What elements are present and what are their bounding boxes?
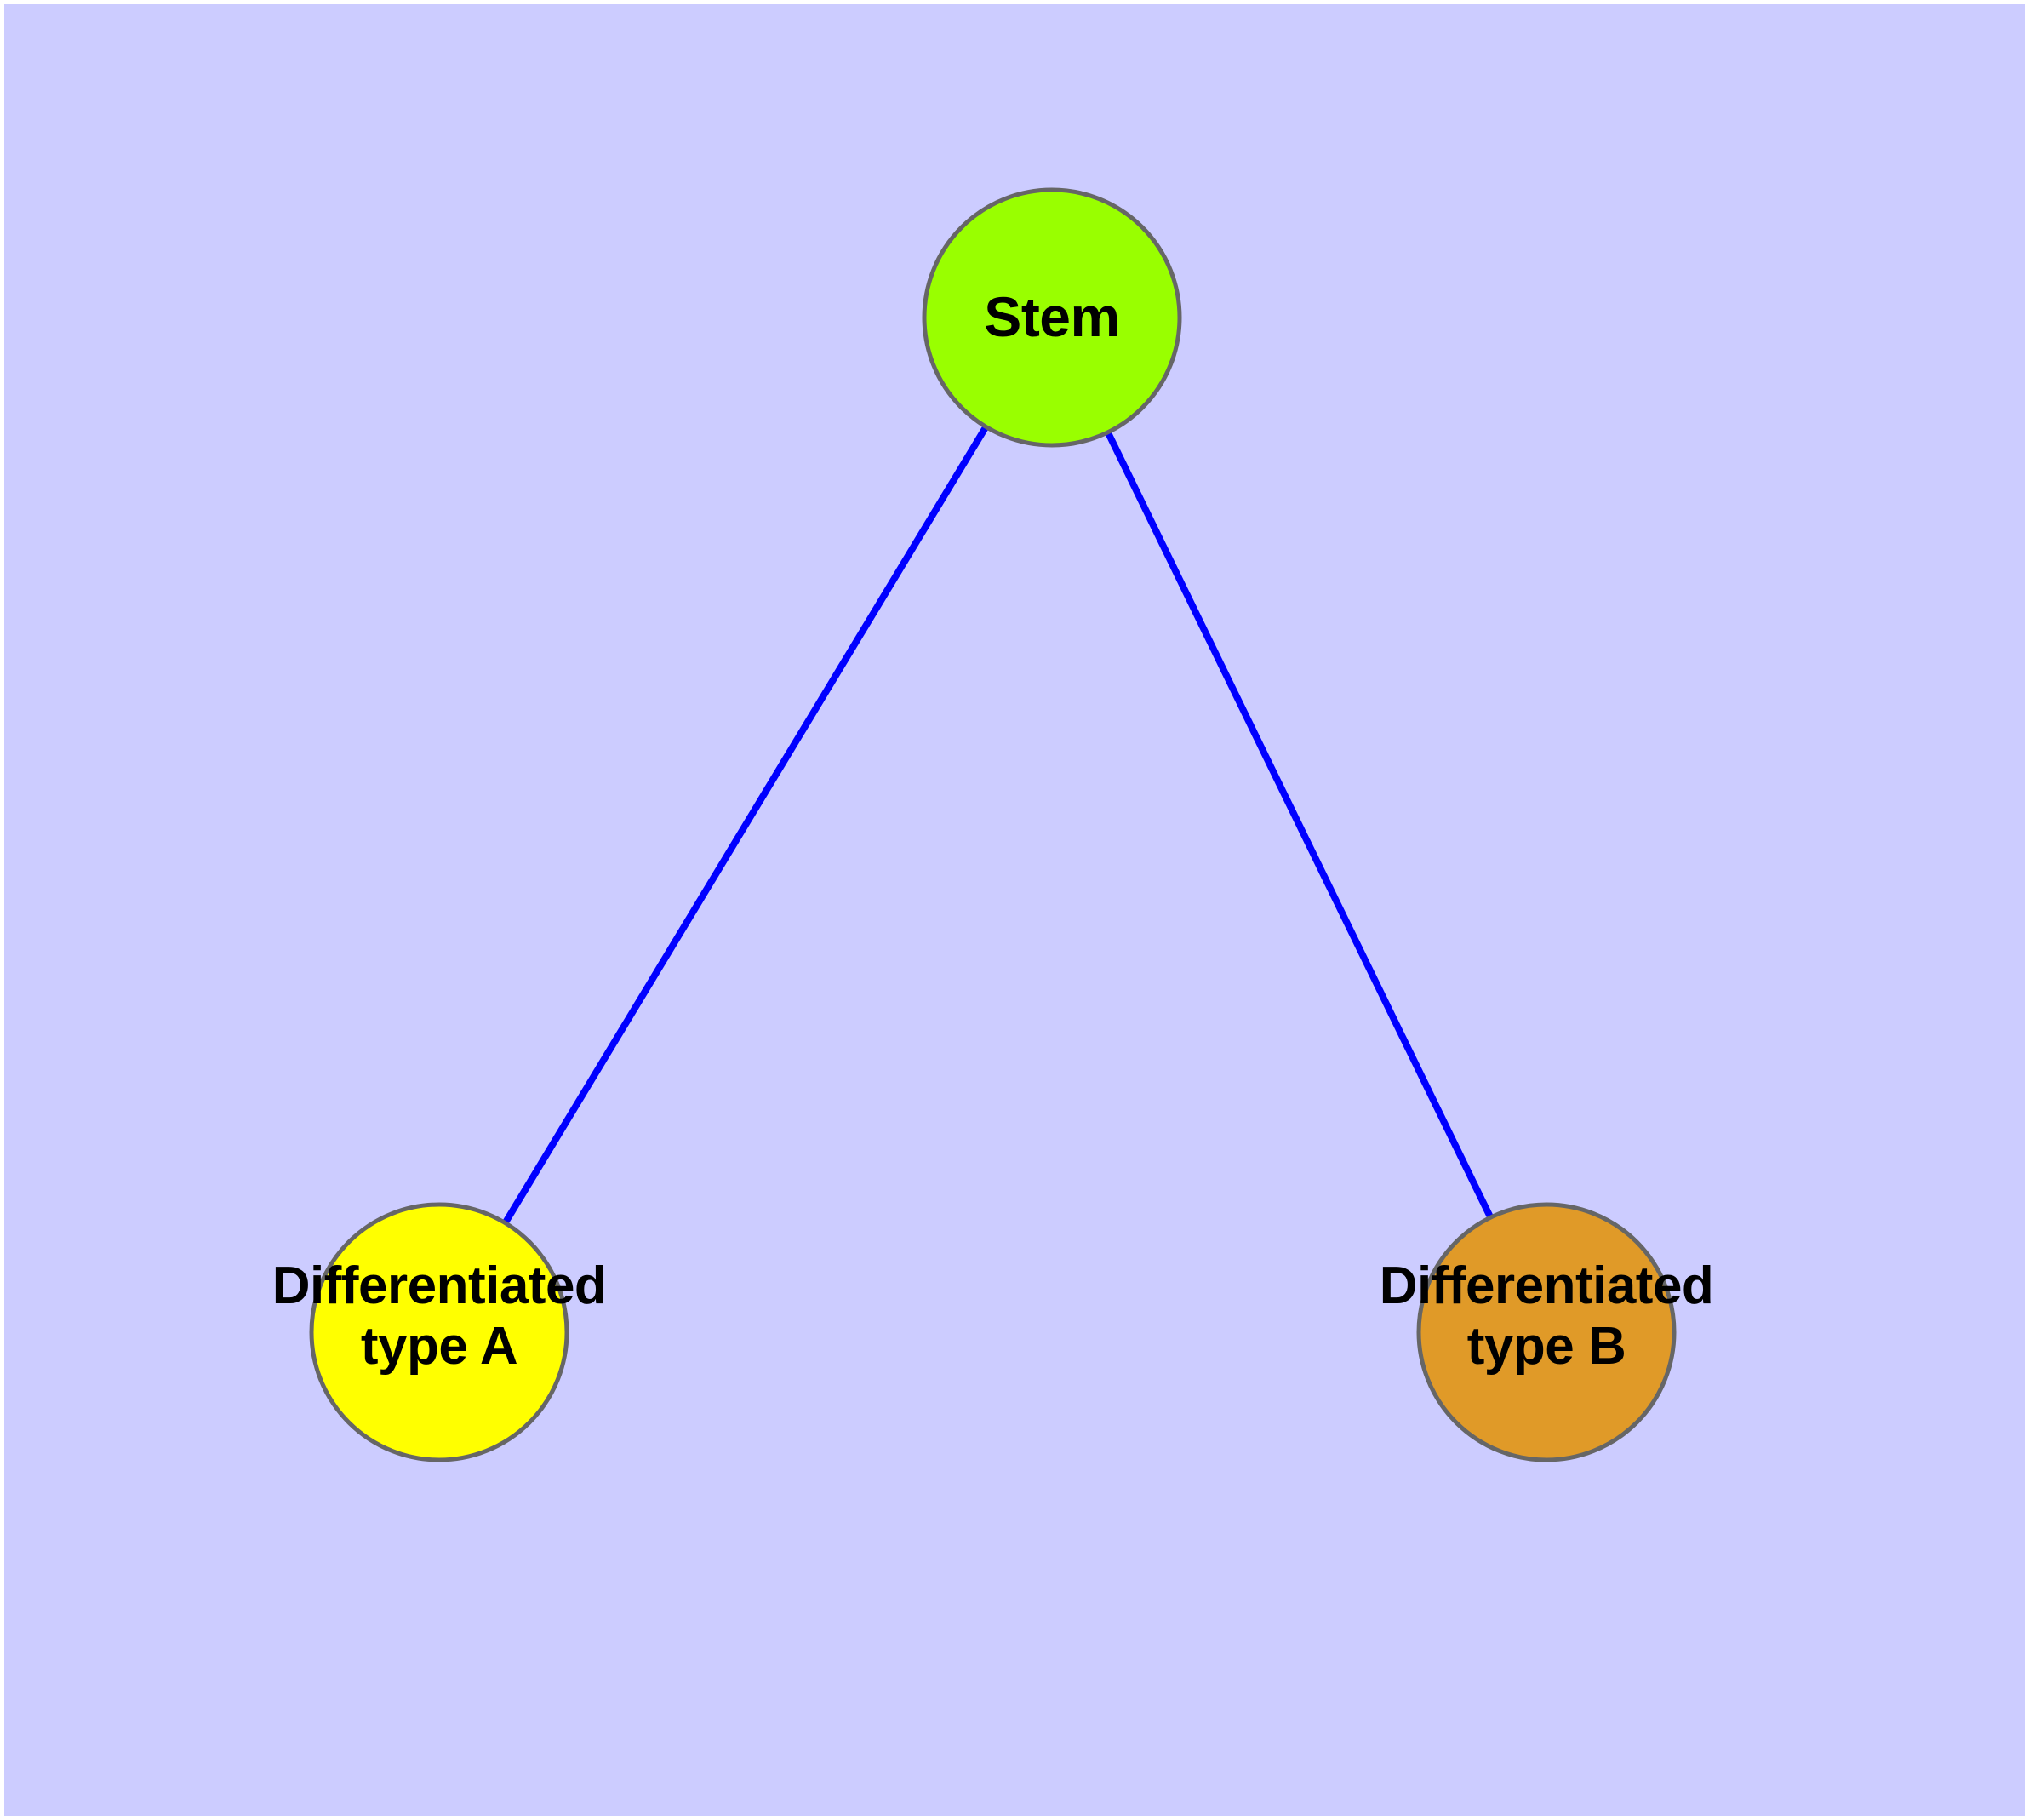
edge-stem-b [1102, 426, 1496, 1224]
edge-stem-a [500, 421, 992, 1229]
node-stem[interactable] [922, 187, 1182, 448]
nodes-group [309, 187, 1677, 1462]
node-diff-b[interactable] [1416, 1202, 1677, 1462]
edges-group [500, 421, 1496, 1229]
node-diff-a[interactable] [309, 1202, 569, 1462]
graph-svg [309, 187, 1677, 1462]
